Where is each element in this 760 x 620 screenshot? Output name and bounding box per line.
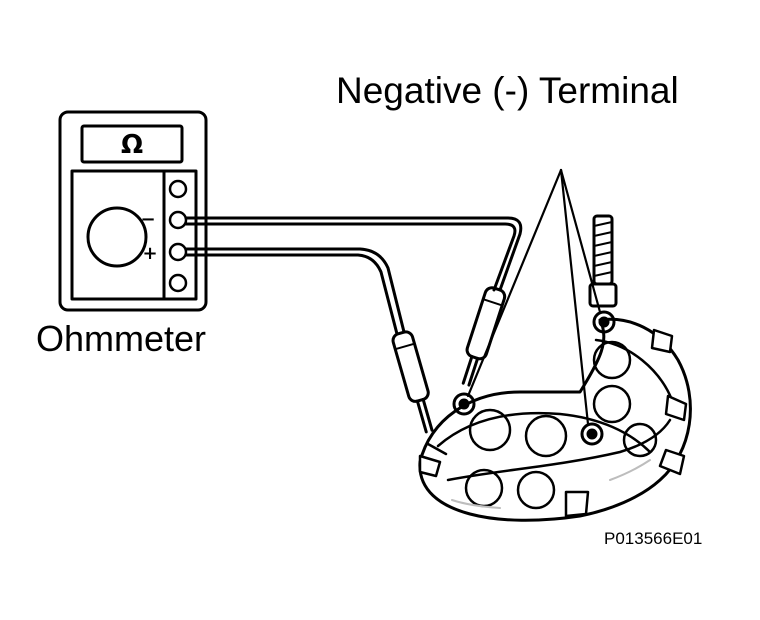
terminal-stud (588, 214, 618, 308)
figure-code: P013566E01 (604, 529, 703, 548)
ohm-display-icon: Ω (121, 130, 143, 160)
ohmmeter-label: Ohmmeter (36, 318, 207, 359)
positive-probe (391, 330, 434, 434)
ohmmeter (58, 110, 208, 312)
selector-dial (86, 206, 148, 268)
rectifier-holder (418, 310, 692, 522)
leader-lines (466, 168, 602, 426)
negative-terminal-label: Negative (-) Terminal (336, 70, 679, 111)
plus-jack-label: + (142, 243, 157, 264)
test-leads (184, 216, 523, 336)
minus-jack-label: − (140, 209, 155, 230)
negative-probe (461, 286, 507, 387)
meter-jacks (168, 179, 188, 293)
